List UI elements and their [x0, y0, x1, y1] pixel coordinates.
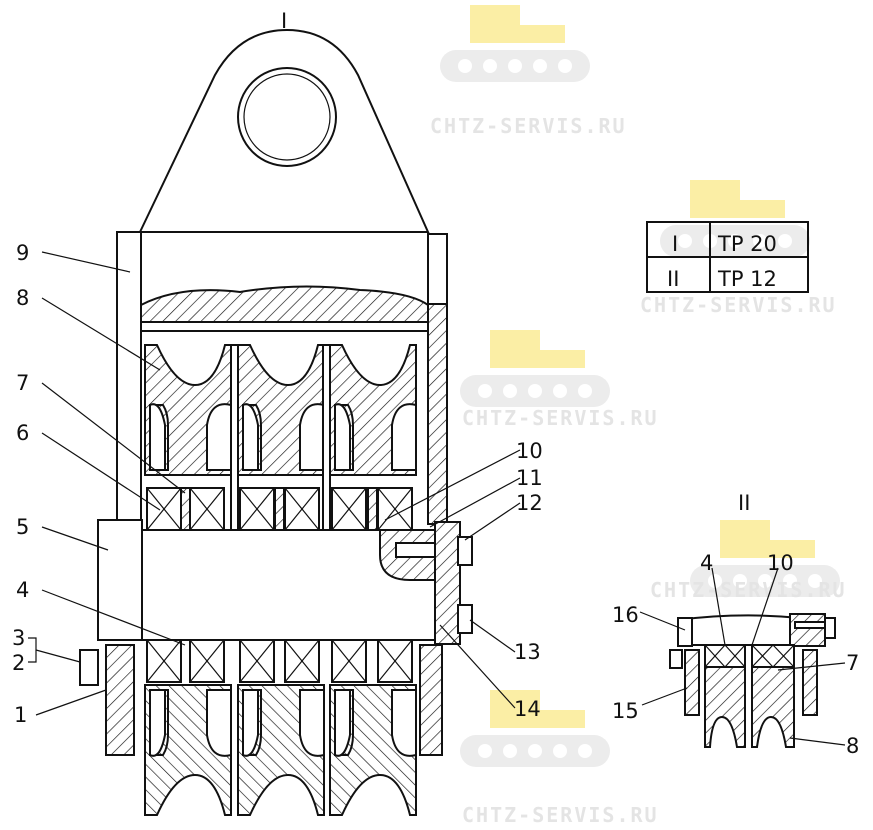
part-label: 14 — [514, 697, 541, 721]
part-label: 8 — [16, 286, 29, 310]
bracket-hole — [237, 67, 337, 167]
watermark-text: CHTZ-SERVIS.RU — [462, 406, 659, 430]
part-label: 10 — [767, 551, 794, 575]
part-label: 7 — [846, 651, 859, 675]
part-label: 10 — [516, 439, 543, 463]
part-label: I — [672, 232, 678, 256]
reference-table: I TP 20 II TP 12 — [646, 221, 809, 293]
detail-view: II 16 4 10 7 15 8 — [612, 491, 859, 758]
bolt-3 — [79, 649, 99, 686]
watermark: CHTZ-SERVIS.RU CHTZ-SERVIS.RU CHTZ-SERVI… — [430, 5, 847, 827]
bolt-13 — [457, 604, 473, 634]
watermark-text: CHTZ-SERVIS.RU — [462, 803, 659, 827]
part-label: 11 — [516, 466, 543, 490]
watermark-text: CHTZ-SERVIS.RU — [640, 293, 837, 317]
plate-1 — [105, 644, 135, 756]
part-label: 16 — [612, 603, 639, 627]
part-label: 15 — [612, 699, 639, 723]
part-label: 9 — [16, 241, 29, 265]
part-label: TP 12 — [717, 267, 777, 291]
part-label: 1 — [14, 703, 27, 727]
watermark-text: CHTZ-SERVIS.RU — [650, 578, 847, 602]
part-label: 3 — [12, 626, 25, 650]
part-label: 5 — [16, 515, 29, 539]
watermark-text: CHTZ-SERVIS.RU — [430, 114, 627, 138]
part-label: TP 20 — [717, 232, 777, 256]
part-label: 8 — [846, 734, 859, 758]
part-label: 2 — [12, 651, 25, 675]
part-label: 7 — [16, 371, 29, 395]
part-label: 4 — [700, 551, 713, 575]
part-label: 13 — [514, 640, 541, 664]
side-plate-left — [116, 231, 142, 525]
part-label: 12 — [516, 491, 543, 515]
view-label-detail: II — [738, 491, 750, 515]
hub-5 — [97, 519, 143, 641]
part-label: 4 — [16, 578, 29, 602]
part-label: II — [667, 267, 679, 291]
main-view: I — [12, 9, 543, 816]
part-label: 6 — [16, 421, 29, 445]
view-label-main: I — [281, 9, 287, 33]
